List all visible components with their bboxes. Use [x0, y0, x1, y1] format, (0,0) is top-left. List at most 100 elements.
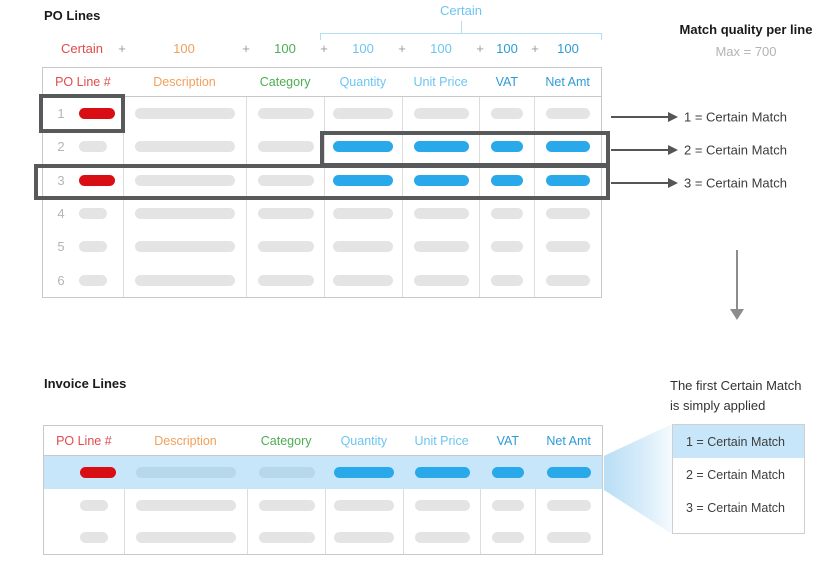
gray-value-pill: [257, 274, 314, 286]
score-plus: +: [242, 41, 250, 56]
blue-value-pill: [491, 141, 524, 153]
score-value: 100: [430, 41, 452, 56]
table-cell: [479, 230, 534, 264]
table-cell: [402, 521, 481, 555]
table-cell: [44, 521, 124, 554]
match-arrow-head: [668, 112, 678, 122]
gray-sm-value-pill: [79, 208, 107, 220]
blue-value-pill: [333, 141, 394, 153]
gray-value-pill: [258, 499, 315, 511]
table-cell: [402, 488, 481, 522]
blue-value-pill: [546, 141, 591, 153]
callout-line1: The first Certain Match: [670, 378, 802, 393]
table-row: 6: [43, 263, 601, 297]
gray-value-pill: [135, 108, 236, 120]
table-cell: [122, 130, 247, 164]
blue-value-pill: [414, 466, 470, 478]
match-funnel: [604, 424, 672, 534]
gray-value-pill: [257, 141, 314, 153]
table-cell: [324, 97, 402, 131]
match-arrow-line: [611, 149, 668, 151]
score-plus: +: [398, 41, 406, 56]
score-plus: +: [531, 41, 539, 56]
column-header-net-amt: Net Amt: [545, 75, 590, 89]
table-cell: [480, 456, 535, 489]
row-number: 2: [57, 139, 65, 155]
table-cell: [122, 263, 247, 297]
table-cell: [324, 196, 402, 231]
table-cell: [401, 230, 480, 264]
gray-value-pill: [546, 274, 591, 286]
match-arrow-head: [668, 145, 678, 155]
match-option: 2 = Certain Match: [686, 467, 786, 482]
blue-value-pill: [491, 174, 524, 186]
invoice-lines-title: Invoice Lines: [44, 376, 127, 391]
table-row: 2: [43, 130, 601, 164]
selection-box-row3-full: [34, 164, 610, 200]
gray-value-pill: [135, 274, 236, 286]
match-option: 3 = Certain Match: [686, 500, 786, 515]
table-row: 5: [43, 230, 601, 264]
flow-down-arrow-head: [730, 309, 744, 320]
score-value: 100: [173, 41, 195, 56]
gray-value-pill: [414, 532, 470, 544]
table-cell: [401, 97, 480, 131]
table-cell: [324, 263, 402, 297]
gray-value-pill: [257, 241, 314, 253]
gray-value-pill: [333, 208, 394, 220]
muted-value-pill: [136, 466, 237, 478]
certain-bracket-label: Certain: [440, 3, 482, 18]
table-cell: [44, 456, 124, 489]
match-arrow-label: 3 = Certain Match: [684, 175, 787, 191]
score-value: 100: [557, 41, 579, 56]
table-cell: [479, 196, 534, 231]
table-cell: [123, 488, 248, 522]
gray-value-pill: [546, 241, 591, 253]
table-cell: [324, 130, 402, 164]
red-value-pill: [79, 174, 115, 186]
flow-down-arrow: [736, 250, 738, 310]
gray-value-pill: [546, 208, 591, 220]
column-header-category: Category: [259, 75, 311, 89]
table-cell: [534, 97, 601, 131]
gray-value-pill: [547, 532, 592, 544]
blue-value-pill: [334, 466, 395, 478]
table-cell: [246, 263, 324, 297]
table-cell: 4: [43, 197, 123, 230]
table-cell: [122, 196, 247, 231]
column-header-description: Description: [153, 75, 216, 89]
gray-value-pill: [257, 208, 314, 220]
table-cell: 1: [43, 97, 123, 130]
match-arrow-head: [668, 178, 678, 188]
table-cell: [535, 456, 602, 489]
gray-value-pill: [546, 108, 591, 120]
certain-bracket: [320, 33, 602, 40]
score-plus: +: [118, 41, 126, 56]
callout-line2: is simply applied: [670, 398, 766, 413]
table-cell: [122, 230, 247, 264]
table-cell: [401, 163, 480, 197]
match-quality-block: Match quality per line Max = 700: [656, 22, 836, 59]
table-cell: [246, 196, 324, 231]
row-number: 6: [57, 272, 65, 288]
table-cell: [401, 130, 480, 164]
gray-value-pill: [492, 499, 525, 511]
gray-value-pill: [135, 241, 236, 253]
blue-value-pill: [492, 466, 525, 478]
gray-value-pill: [413, 208, 469, 220]
selection-box-row1-cell: [39, 94, 125, 133]
table-cell: 6: [43, 264, 123, 297]
score-plus: +: [476, 41, 484, 56]
gray-value-pill: [136, 532, 237, 544]
table-cell: [122, 97, 247, 131]
table-cell: [479, 163, 534, 197]
column-header-category: Category: [260, 433, 312, 448]
red-value-pill: [79, 108, 115, 120]
table-cell: [534, 196, 601, 231]
gray-value-pill: [333, 241, 394, 253]
gray-value-pill: [413, 108, 469, 120]
